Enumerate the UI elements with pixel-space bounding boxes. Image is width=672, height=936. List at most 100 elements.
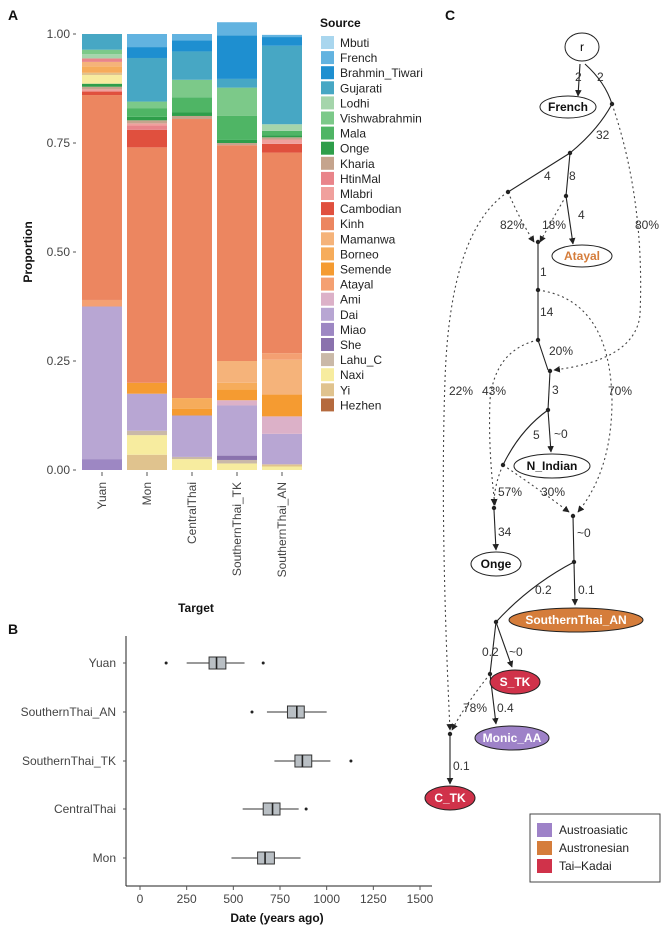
legend-swatch-naxi: [321, 368, 334, 382]
edge-label: 30%: [541, 485, 565, 499]
bar-segment-french: [172, 34, 212, 41]
bar-segment-vishwabrahmin: [82, 49, 122, 55]
edge-label: 5: [533, 428, 540, 442]
node-southernthai-an: SouthernThai_AN: [508, 607, 644, 633]
legend-label-mlabri: Mlabri: [340, 187, 373, 201]
node-onge: Onge: [470, 551, 522, 577]
x-tick-label: 250: [177, 892, 197, 906]
bar-segment-lahu_c: [217, 459, 257, 464]
legend-swatch-yi: [321, 383, 334, 397]
bar-segment-french: [262, 34, 302, 38]
bar-segment-mala: [127, 108, 167, 117]
svg-text:Monic_AA: Monic_AA: [483, 731, 542, 745]
legend-swatch-mala: [321, 126, 334, 140]
legend-label-mbuti: Mbuti: [340, 36, 369, 50]
bar-segment-semende: [172, 408, 212, 416]
bar-segment-brahmin_tiwari: [262, 37, 302, 46]
legend-swatch-dai: [321, 307, 334, 321]
bar-segment-kinh: [127, 147, 167, 383]
bar-segment-yi: [127, 454, 167, 470]
legend-label-borneo: Borneo: [340, 247, 379, 261]
bar-segment-dai: [262, 433, 302, 465]
legend-label-onge: Onge: [340, 142, 370, 156]
legend-swatch-semende: [321, 262, 334, 276]
edge-label: ~0: [577, 526, 591, 540]
edge-label: ~0: [509, 645, 523, 659]
outlier-point: [349, 759, 353, 763]
legend-swatch-lodhi: [321, 96, 334, 110]
x-tick-label: SouthernThai_TK: [230, 482, 244, 576]
svg-text:N_Indian: N_Indian: [527, 459, 578, 473]
bar-segment-htinmal: [127, 125, 167, 130]
panel-a-y-axis: 0.000.250.500.751.00: [47, 27, 76, 477]
bar-segment-naxi: [82, 74, 122, 84]
box-iqr: [262, 802, 281, 816]
x-tick-label: 1500: [407, 892, 434, 906]
legend-label-cambodian: Cambodian: [340, 202, 401, 216]
svg-text:French: French: [548, 100, 588, 114]
bar-segment-mlabri: [127, 123, 167, 126]
legend-label-lodhi: Lodhi: [340, 96, 369, 110]
edge-label: 82%: [500, 218, 524, 232]
x-tick-label: 1000: [313, 892, 340, 906]
legend-taikadai: Tai–Kadai: [559, 859, 612, 873]
edge-label: 8: [569, 169, 576, 183]
bar-segment-dai: [217, 405, 257, 456]
bar-segment-dai: [172, 415, 212, 457]
legend-swatch-htinmal: [321, 171, 334, 185]
box-iqr: [286, 705, 305, 719]
outlier-point: [261, 661, 265, 665]
bar-segment-borneo: [217, 382, 257, 390]
source-legend: MbutiFrenchBrahmin_TiwariGujaratiLodhiVi…: [321, 36, 423, 412]
outlier-point: [250, 710, 254, 714]
legend-label-gujarati: Gujarati: [340, 81, 382, 95]
austroasiatic-swatch: [537, 823, 552, 837]
legend-swatch-gujarati: [321, 81, 334, 95]
panel-a-letter: A: [8, 7, 18, 23]
legend-swatch-borneo: [321, 247, 334, 261]
edge-label: 32: [596, 128, 610, 142]
svg-text:SouthernThai_AN: SouthernThai_AN: [525, 613, 626, 627]
legend-swatch-atayal: [321, 277, 334, 291]
bar-segment-lodhi: [82, 54, 122, 59]
bar-segment-yi: [82, 72, 122, 75]
legend-swatch-cambodian: [321, 202, 334, 216]
svg-text:C_TK: C_TK: [434, 791, 466, 805]
y-tick-label: 0.25: [47, 354, 71, 368]
y-tick-label: 1.00: [47, 27, 71, 41]
node-n-indian: N_Indian: [513, 453, 591, 479]
bar-segment-kinh: [82, 95, 122, 300]
bar-segment-mamanwa: [217, 361, 257, 383]
bar-segment-french: [127, 34, 167, 48]
bar-segment-lahu_c: [172, 456, 212, 460]
legend-swatch-mbuti: [321, 36, 334, 49]
bar-segment-naxi: [262, 466, 302, 470]
bar-segment-kharia: [82, 86, 122, 90]
bar-segment-mamanwa: [262, 359, 302, 395]
svg-text:Atayal: Atayal: [564, 249, 600, 263]
bar-segment-vishwabrahmin: [127, 101, 167, 109]
edge-label: 57%: [498, 485, 522, 499]
legend-swatch-she: [321, 338, 334, 351]
bar-segment-cambodian: [262, 143, 302, 153]
edge-label: 18%: [542, 218, 566, 232]
legend-label-lahu_c: Lahu_C: [340, 353, 382, 367]
y-tick-label: 0.75: [47, 136, 71, 150]
node-monic-aa: Monic_AA: [474, 725, 550, 751]
bar-segment-kinh: [172, 119, 212, 399]
bar-segment-ami: [262, 416, 302, 434]
edge-label: 4: [544, 169, 551, 183]
edge-label: 78%: [463, 701, 487, 715]
bar-segment-onge: [217, 139, 257, 143]
bar-segment-gujarati: [262, 45, 302, 125]
node-atayal: Atayal: [551, 244, 613, 268]
legend-label-dai: Dai: [340, 308, 358, 322]
bar-segment-mala: [217, 115, 257, 140]
bar-segment-htinmal: [82, 58, 122, 62]
bar-segment-onge: [82, 83, 122, 87]
legend-swatch-kharia: [321, 156, 334, 170]
edge-label: 0.2: [535, 583, 552, 597]
bar-segment-kharia: [127, 120, 167, 124]
edge-label: 0.2: [482, 645, 499, 659]
